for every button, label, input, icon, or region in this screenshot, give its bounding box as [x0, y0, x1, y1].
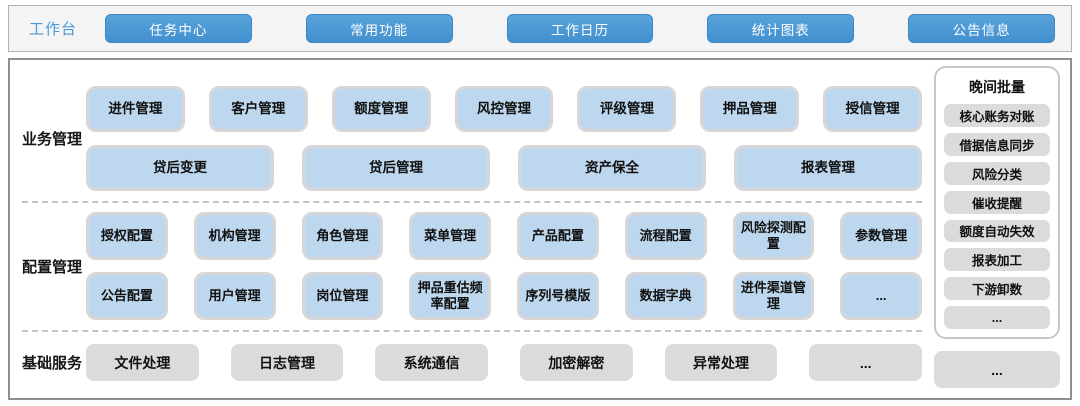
- config-module-6[interactable]: 流程配置: [624, 212, 707, 260]
- config-row-2: 公告配置 用户管理 岗位管理 押品重估频率配置 序列号模版 数据字典 进件渠道管…: [86, 272, 922, 320]
- night-batch-title: 晚间批量: [969, 79, 1025, 95]
- base-service-5[interactable]: 异常处理: [664, 344, 778, 381]
- business-module-6[interactable]: 押品管理: [700, 86, 800, 132]
- business-row-2: 贷后变更 贷后管理 资产保全 报表管理: [86, 145, 922, 191]
- business-module-11[interactable]: 报表管理: [734, 145, 922, 191]
- topbar-button-announcements[interactable]: 公告信息: [908, 14, 1055, 43]
- config-module-13[interactable]: 序列号模版: [517, 272, 599, 320]
- topbar-button-task-center[interactable]: 任务中心: [105, 14, 252, 43]
- main-panel: 业务管理 进件管理 客户管理 额度管理 风控管理 评级管理 押品管理 授信管理 …: [8, 58, 1072, 400]
- night-batch-item-6[interactable]: 报表加工: [944, 248, 1050, 272]
- topbar-button-common-funcs[interactable]: 常用功能: [305, 14, 453, 43]
- topbar-button-group: 任务中心 常用功能 工作日历 统计图表 公告信息: [105, 14, 1055, 43]
- base-service-3[interactable]: 系统通信: [375, 344, 489, 381]
- config-module-1[interactable]: 授权配置: [86, 212, 168, 260]
- left-content: 业务管理 进件管理 客户管理 额度管理 风控管理 评级管理 押品管理 授信管理 …: [22, 66, 923, 388]
- night-batch-item-2[interactable]: 借据信息同步: [944, 132, 1050, 156]
- config-rows: 授权配置 机构管理 角色管理 菜单管理 产品配置 流程配置 风险探测配置 参数管…: [86, 212, 922, 320]
- workbench-label: 工作台: [29, 21, 78, 38]
- config-module-15[interactable]: 进件渠道管理: [732, 272, 815, 320]
- business-module-7[interactable]: 授信管理: [823, 86, 923, 132]
- base-service-right-more[interactable]: ...: [934, 351, 1060, 388]
- base-service-1[interactable]: 文件处理: [86, 344, 199, 381]
- topbar-button-work-calendar[interactable]: 工作日历: [506, 14, 654, 43]
- base-rows: 文件处理 日志管理 系统通信 加密解密 异常处理 ...: [86, 344, 923, 381]
- business-module-10[interactable]: 资产保全: [518, 145, 706, 191]
- night-batch-item-5[interactable]: 额度自动失效: [944, 219, 1050, 243]
- base-section-label: 基础服务: [22, 355, 83, 372]
- right-column: 晚间批量 核心账务对账 借据信息同步 风险分类 催收提醒 额度自动失效 报表加工…: [934, 66, 1060, 388]
- config-module-5[interactable]: 产品配置: [517, 212, 599, 260]
- topbar-button-stat-charts[interactable]: 统计图表: [707, 14, 855, 43]
- base-service-4[interactable]: 加密解密: [520, 344, 633, 381]
- night-batch-item-3[interactable]: 风险分类: [944, 161, 1050, 185]
- config-module-3[interactable]: 角色管理: [301, 212, 384, 260]
- config-module-7[interactable]: 风险探测配置: [732, 212, 815, 260]
- night-batch-item-4[interactable]: 催收提醒: [944, 190, 1050, 214]
- config-module-10[interactable]: 用户管理: [193, 272, 276, 320]
- base-row: 文件处理 日志管理 系统通信 加密解密 异常处理 ...: [86, 344, 923, 381]
- workbench-topbar: 工作台 任务中心 常用功能 工作日历 统计图表 公告信息: [8, 5, 1072, 52]
- night-batch-item-7[interactable]: 下游卸数: [944, 277, 1050, 301]
- business-module-5[interactable]: 评级管理: [577, 86, 677, 132]
- section-base-services: 基础服务 文件处理 日志管理 系统通信 加密解密 异常处理 ...: [22, 344, 923, 381]
- night-batch-panel: 晚间批量 核心账务对账 借据信息同步 风险分类 催收提醒 额度自动失效 报表加工…: [934, 66, 1060, 339]
- business-module-1[interactable]: 进件管理: [86, 86, 185, 132]
- business-module-2[interactable]: 客户管理: [208, 86, 308, 132]
- business-module-8[interactable]: 贷后变更: [86, 145, 274, 191]
- business-module-3[interactable]: 额度管理: [331, 86, 431, 132]
- config-row-1: 授权配置 机构管理 角色管理 菜单管理 产品配置 流程配置 风险探测配置 参数管…: [86, 212, 922, 260]
- night-batch-item-1[interactable]: 核心账务对账: [944, 104, 1050, 127]
- config-section-label: 配置管理: [22, 258, 83, 276]
- business-rows: 进件管理 客户管理 额度管理 风控管理 评级管理 押品管理 授信管理 贷后变更 …: [86, 86, 923, 191]
- base-service-more[interactable]: ...: [809, 344, 923, 381]
- business-module-9[interactable]: 贷后管理: [302, 145, 490, 191]
- section-divider: [22, 201, 922, 203]
- config-module-2[interactable]: 机构管理: [193, 212, 276, 260]
- section-config: 配置管理 授权配置 机构管理 角色管理 菜单管理 产品配置 流程配置 风险探测配…: [22, 212, 922, 320]
- base-service-2[interactable]: 日志管理: [230, 344, 344, 381]
- business-module-4[interactable]: 风控管理: [454, 86, 554, 132]
- business-section-label: 业务管理: [22, 131, 83, 148]
- business-row-1: 进件管理 客户管理 额度管理 风控管理 评级管理 押品管理 授信管理: [86, 86, 923, 132]
- section-divider: [22, 330, 922, 332]
- config-module-9[interactable]: 公告配置: [86, 272, 168, 320]
- config-module-14[interactable]: 数据字典: [624, 272, 707, 320]
- config-module-more[interactable]: ...: [840, 272, 922, 320]
- config-module-4[interactable]: 菜单管理: [409, 212, 491, 260]
- config-module-11[interactable]: 岗位管理: [301, 272, 384, 320]
- section-business: 业务管理 进件管理 客户管理 额度管理 风控管理 评级管理 押品管理 授信管理 …: [22, 86, 923, 191]
- config-module-8[interactable]: 参数管理: [840, 212, 922, 260]
- config-module-12[interactable]: 押品重估频率配置: [409, 272, 491, 320]
- night-batch-item-more[interactable]: ...: [944, 306, 1050, 329]
